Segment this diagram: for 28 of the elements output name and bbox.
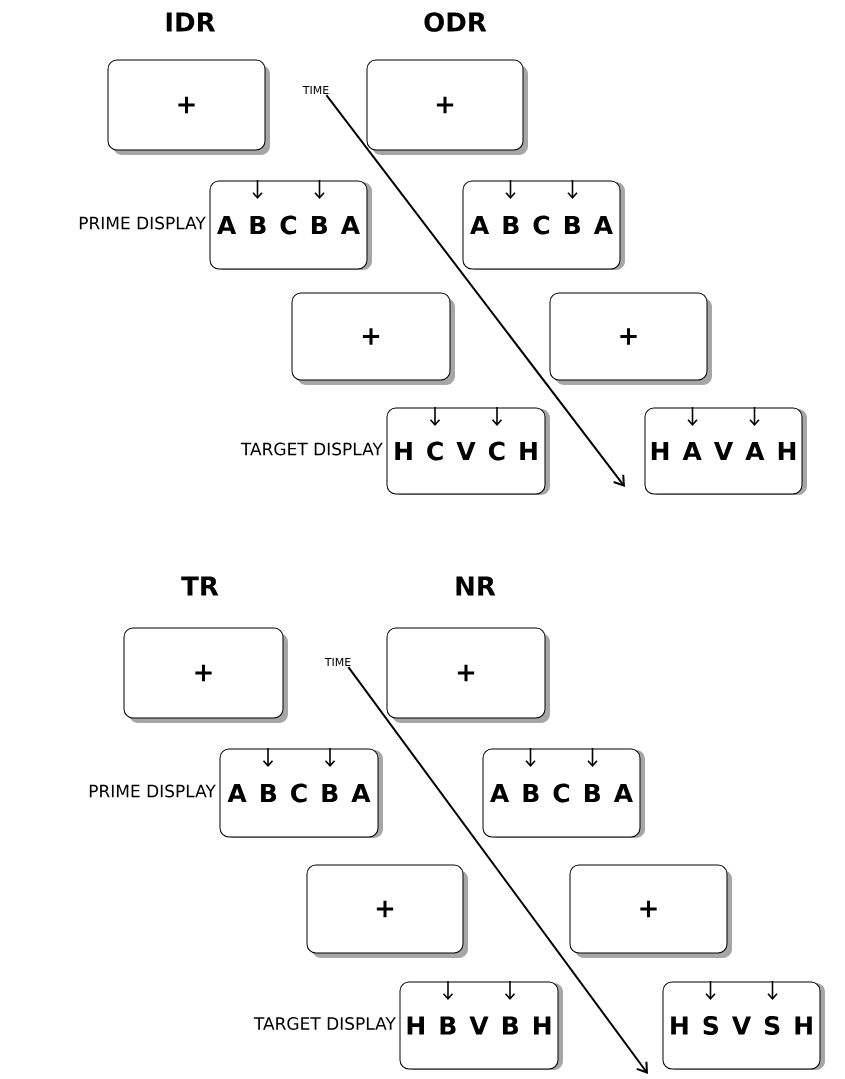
fixation-box: + xyxy=(569,864,732,958)
fixation-box: + xyxy=(386,627,550,723)
display-box: A B C B A xyxy=(462,180,625,270)
condition-heading: ODR xyxy=(424,12,487,32)
fixation-box: + xyxy=(366,59,528,155)
fixation-box: + xyxy=(306,864,468,958)
fixation-box: + xyxy=(123,627,288,723)
fixation-box: + xyxy=(291,292,455,385)
display-box: H S V S H xyxy=(662,981,825,1070)
display-box: H B V B H xyxy=(399,981,563,1070)
display-box: A B C B A xyxy=(209,180,372,270)
row-label: TARGET DISPLAY xyxy=(240,442,383,456)
display-box: H C V C H xyxy=(386,407,550,495)
time-arrow xyxy=(347,666,648,1074)
fixation-box: + xyxy=(107,59,270,155)
display-box: A B C B A xyxy=(482,748,645,838)
row-label: TARGET DISPLAY xyxy=(253,1017,396,1030)
time-label: TIME xyxy=(324,658,351,666)
condition-heading: IDR xyxy=(166,12,216,32)
display-box: A B C B A xyxy=(219,748,383,838)
condition-heading: NR xyxy=(456,576,496,596)
row-label: PRIME DISPLAY xyxy=(79,216,206,230)
row-label: PRIME DISPLAY xyxy=(89,784,216,798)
display-box: H A V A H xyxy=(644,407,807,495)
fixation-box: + xyxy=(549,292,712,385)
condition-heading: TR xyxy=(181,576,219,596)
time-label: TIME xyxy=(302,86,329,94)
time-arrow xyxy=(325,94,625,487)
